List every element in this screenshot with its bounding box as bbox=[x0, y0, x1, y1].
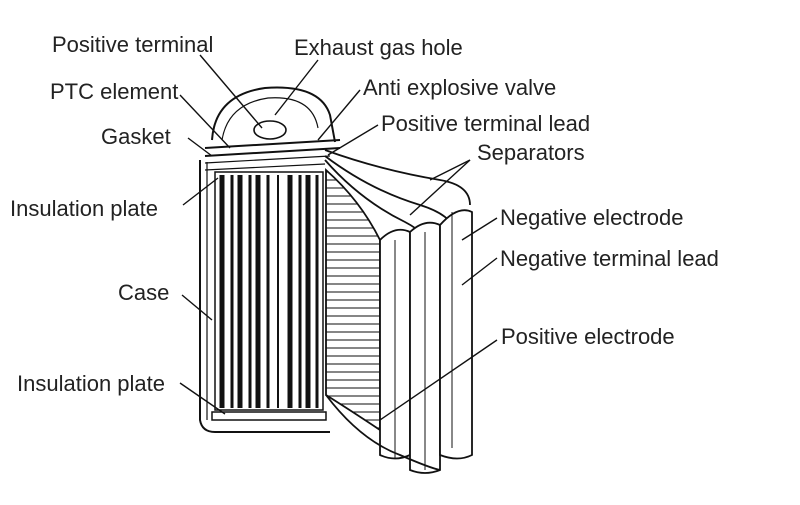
label-insulation-plate-top: Insulation plate bbox=[10, 196, 158, 221]
label-negative-terminal-lead: Negative terminal lead bbox=[500, 246, 719, 271]
label-case: Case bbox=[118, 280, 169, 305]
label-insulation-plate-bottom: Insulation plate bbox=[17, 371, 165, 396]
electrode-stack bbox=[211, 171, 327, 421]
label-positive-terminal-lead: Positive terminal lead bbox=[381, 111, 590, 136]
exhaust-gas-hole-shape bbox=[253, 120, 287, 140]
label-separators: Separators bbox=[477, 140, 585, 165]
label-gasket: Gasket bbox=[101, 124, 171, 149]
leader-lines bbox=[179, 54, 498, 421]
label-exhaust-gas-hole: Exhaust gas hole bbox=[294, 35, 463, 60]
unrolled-sheets bbox=[324, 149, 473, 474]
label-anti-explosive-valve: Anti explosive valve bbox=[363, 75, 556, 100]
case-body bbox=[199, 86, 341, 433]
label-positive-terminal: Positive terminal bbox=[52, 32, 213, 57]
label-positive-electrode: Positive electrode bbox=[501, 324, 675, 349]
label-negative-electrode: Negative electrode bbox=[500, 205, 683, 230]
label-ptc-element: PTC element bbox=[50, 79, 178, 104]
